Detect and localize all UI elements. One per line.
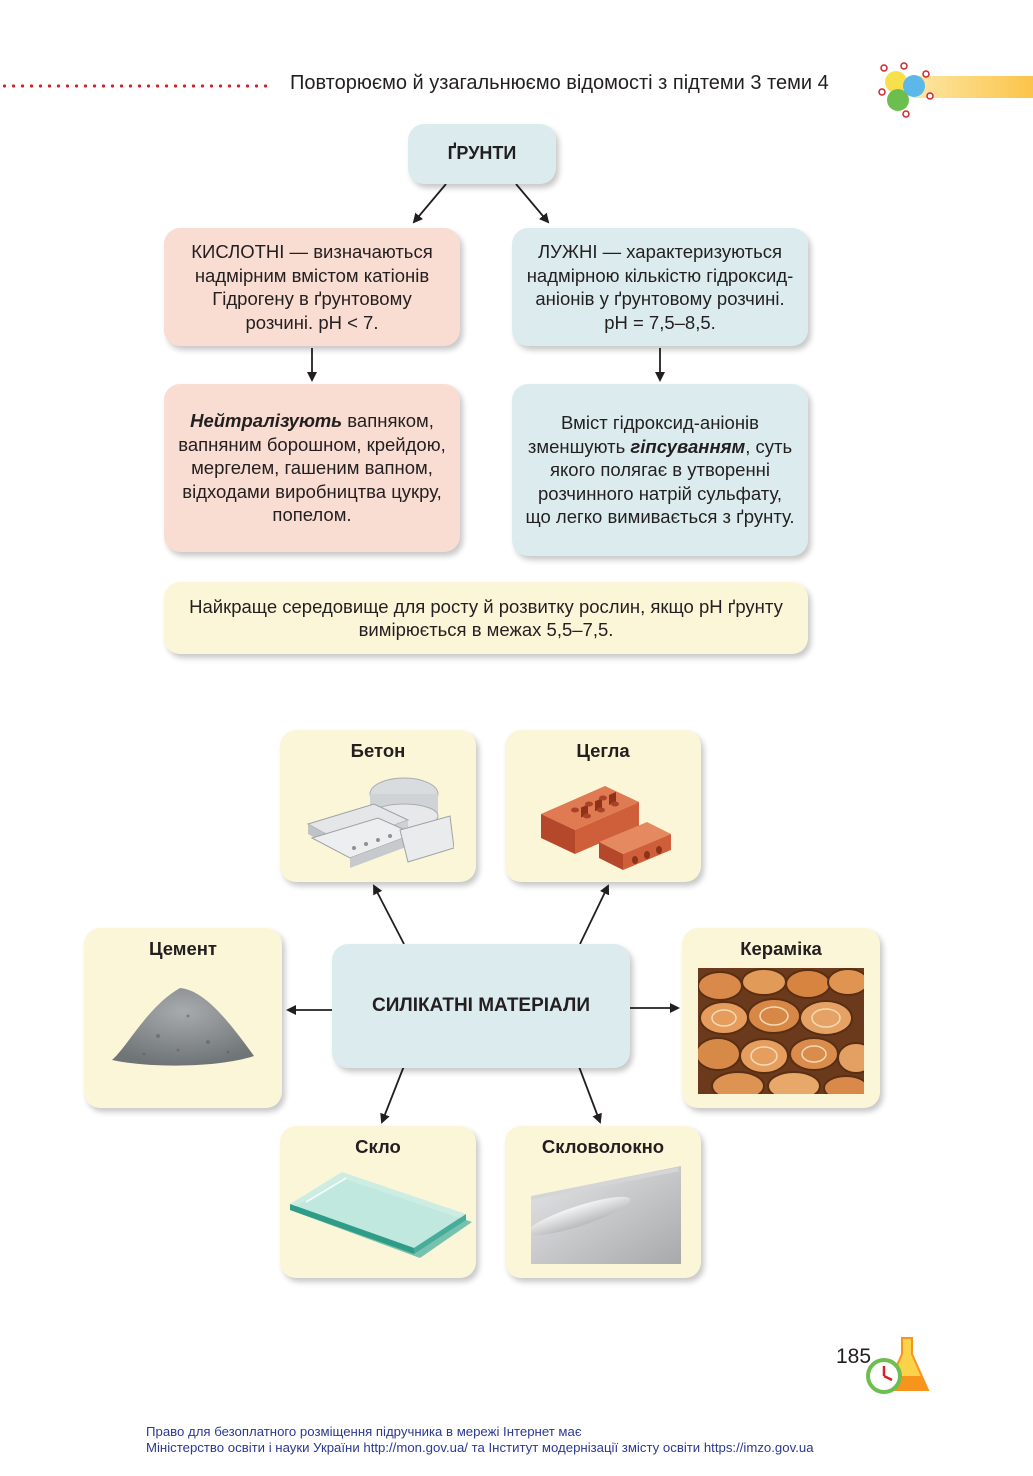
- cement-image: [112, 988, 254, 1066]
- concrete-image: [306, 777, 454, 868]
- ceramics-image: [698, 968, 864, 1094]
- glass-image: [290, 1172, 472, 1258]
- footer-notice: Право для безоплатного розміщення підруч…: [146, 1424, 814, 1456]
- silicates-center-label: СИЛІКАТНІ МАТЕРІАЛИ: [371, 995, 591, 1016]
- header-accent-bar: [912, 76, 1033, 98]
- neutralization-text: Нейтралізують вапняком, вапняним борошно…: [176, 409, 448, 527]
- footer-line-2: Міністерство освіти і науки України http…: [146, 1440, 814, 1455]
- optimal-ph-text: Найкраще середовище для росту й розвитку…: [189, 595, 783, 641]
- material-card-beton: Бетон: [280, 730, 476, 882]
- soils-root-box: ҐРУНТИ: [408, 124, 556, 184]
- alkaline-soils-box: ЛУЖНІ — характеризуються надмірною кільк…: [512, 228, 808, 346]
- neutralize-keyword: Нейтралізують: [190, 410, 343, 432]
- acidic-soils-text: КИСЛОТНІ — визначаються надмірним вмісто…: [191, 241, 433, 333]
- material-title-cement: Цемент: [149, 938, 217, 959]
- material-card-sklo: Скло: [280, 1126, 476, 1278]
- acidic-soils-box: КИСЛОТНІ — визначаються надмірним вмісто…: [164, 228, 460, 346]
- gypsum-pre: Вміст гідроксид-аніонів зменшують: [527, 412, 759, 457]
- flask-clock-icon: [866, 1337, 930, 1394]
- optimal-ph-box: Найкраще середовище для росту й розвитку…: [164, 582, 808, 654]
- gypsum-post: , суть якого полягає в утворенні розчинн…: [525, 435, 795, 528]
- header-dotted-line: [0, 84, 272, 88]
- neutralization-box: Нейтралізують вапняком, вапняним борошно…: [164, 384, 460, 552]
- brick-image: [541, 786, 671, 870]
- material-card-cegla: Цегла: [505, 730, 701, 882]
- material-card-sklovolokno: Скловолокно: [505, 1126, 701, 1278]
- gypsum-keyword: гіпсуванням: [630, 435, 746, 457]
- material-title-keramika: Кераміка: [740, 938, 822, 959]
- gypsum-text: Вміст гідроксид-аніонів зменшують гіпсув…: [524, 411, 796, 529]
- neutralize-rest: вапняком, вапняним борошном, крейдою, ме…: [178, 410, 446, 526]
- material-title-sklo: Скло: [355, 1136, 401, 1157]
- material-title-beton: Бетон: [350, 740, 406, 761]
- soils-root-label: ҐРУНТИ: [447, 143, 517, 164]
- alkaline-soils-text: ЛУЖНІ — характеризуються надмірною кільк…: [526, 241, 794, 333]
- material-card-keramika: Кераміка: [682, 928, 880, 1108]
- page-number: 185: [836, 1345, 872, 1368]
- gypsum-box: Вміст гідроксид-аніонів зменшують гіпсув…: [512, 384, 808, 556]
- footer-line-1: Право для безоплатного розміщення підруч…: [146, 1424, 582, 1439]
- fiberglass-image: [531, 1166, 681, 1264]
- section-emblem-icon: [878, 62, 934, 118]
- page-header-title: Повторюємо й узагальнюємо відомості з пі…: [290, 72, 829, 94]
- material-title-cegla: Цегла: [576, 740, 630, 761]
- silicates-center-box: СИЛІКАТНІ МАТЕРІАЛИ: [332, 944, 630, 1068]
- material-title-sklovolokno: Скловолокно: [541, 1136, 665, 1157]
- material-card-cement: Цемент: [84, 928, 282, 1108]
